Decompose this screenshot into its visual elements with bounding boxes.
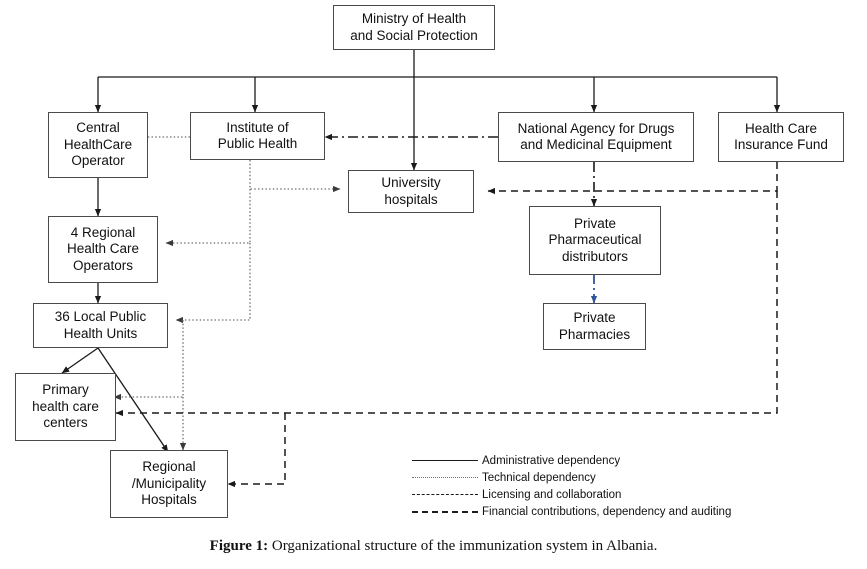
- edge-institute-to-university-hospitals: [249, 160, 341, 193]
- edge-institute-to-regional-operators: [165, 189, 251, 247]
- edge-local-units-to-regional-hospitals: [97, 347, 169, 453]
- legend-label-licensing: Licensing and collaboration: [482, 488, 622, 501]
- legend-key-solid-line-icon: [412, 455, 482, 467]
- edge-insurance-fund-to-regional-hospitals: [227, 413, 286, 488]
- legend-key-dotted-line-icon: [412, 472, 482, 484]
- figure-caption: Figure 1: Organizational structure of th…: [0, 538, 867, 555]
- legend-key-dashdot-line-icon: [412, 489, 482, 501]
- legend-item-financial: Financial contributions, dependency and …: [412, 503, 752, 520]
- edge-insurance-fund-to-primary-centers: [115, 191, 778, 417]
- legend-label-financial: Financial contributions, dependency and …: [482, 505, 732, 518]
- legend-label-technical: Technical dependency: [482, 471, 596, 484]
- figure-caption-text: Organizational structure of the immuniza…: [268, 538, 658, 554]
- legend-item-licensing: Licensing and collaboration: [412, 486, 752, 503]
- legend: Administrative dependency Technical depe…: [412, 452, 752, 520]
- edge-ministry-to-bus: [98, 50, 777, 78]
- legend-key-dashed-line-icon: [412, 506, 482, 518]
- edge-institute-to-local-units: [175, 243, 251, 324]
- edge-local-units-to-primary-centers-technical: [113, 320, 184, 401]
- legend-item-technical: Technical dependency: [412, 469, 752, 486]
- edge-insurance-fund-to-university-hospitals: [487, 162, 778, 195]
- legend-item-administrative: Administrative dependency: [412, 452, 752, 469]
- figure-caption-label: Figure 1:: [209, 538, 269, 554]
- edge-local-units-to-primary-centers: [61, 347, 99, 374]
- legend-label-administrative: Administrative dependency: [482, 454, 621, 467]
